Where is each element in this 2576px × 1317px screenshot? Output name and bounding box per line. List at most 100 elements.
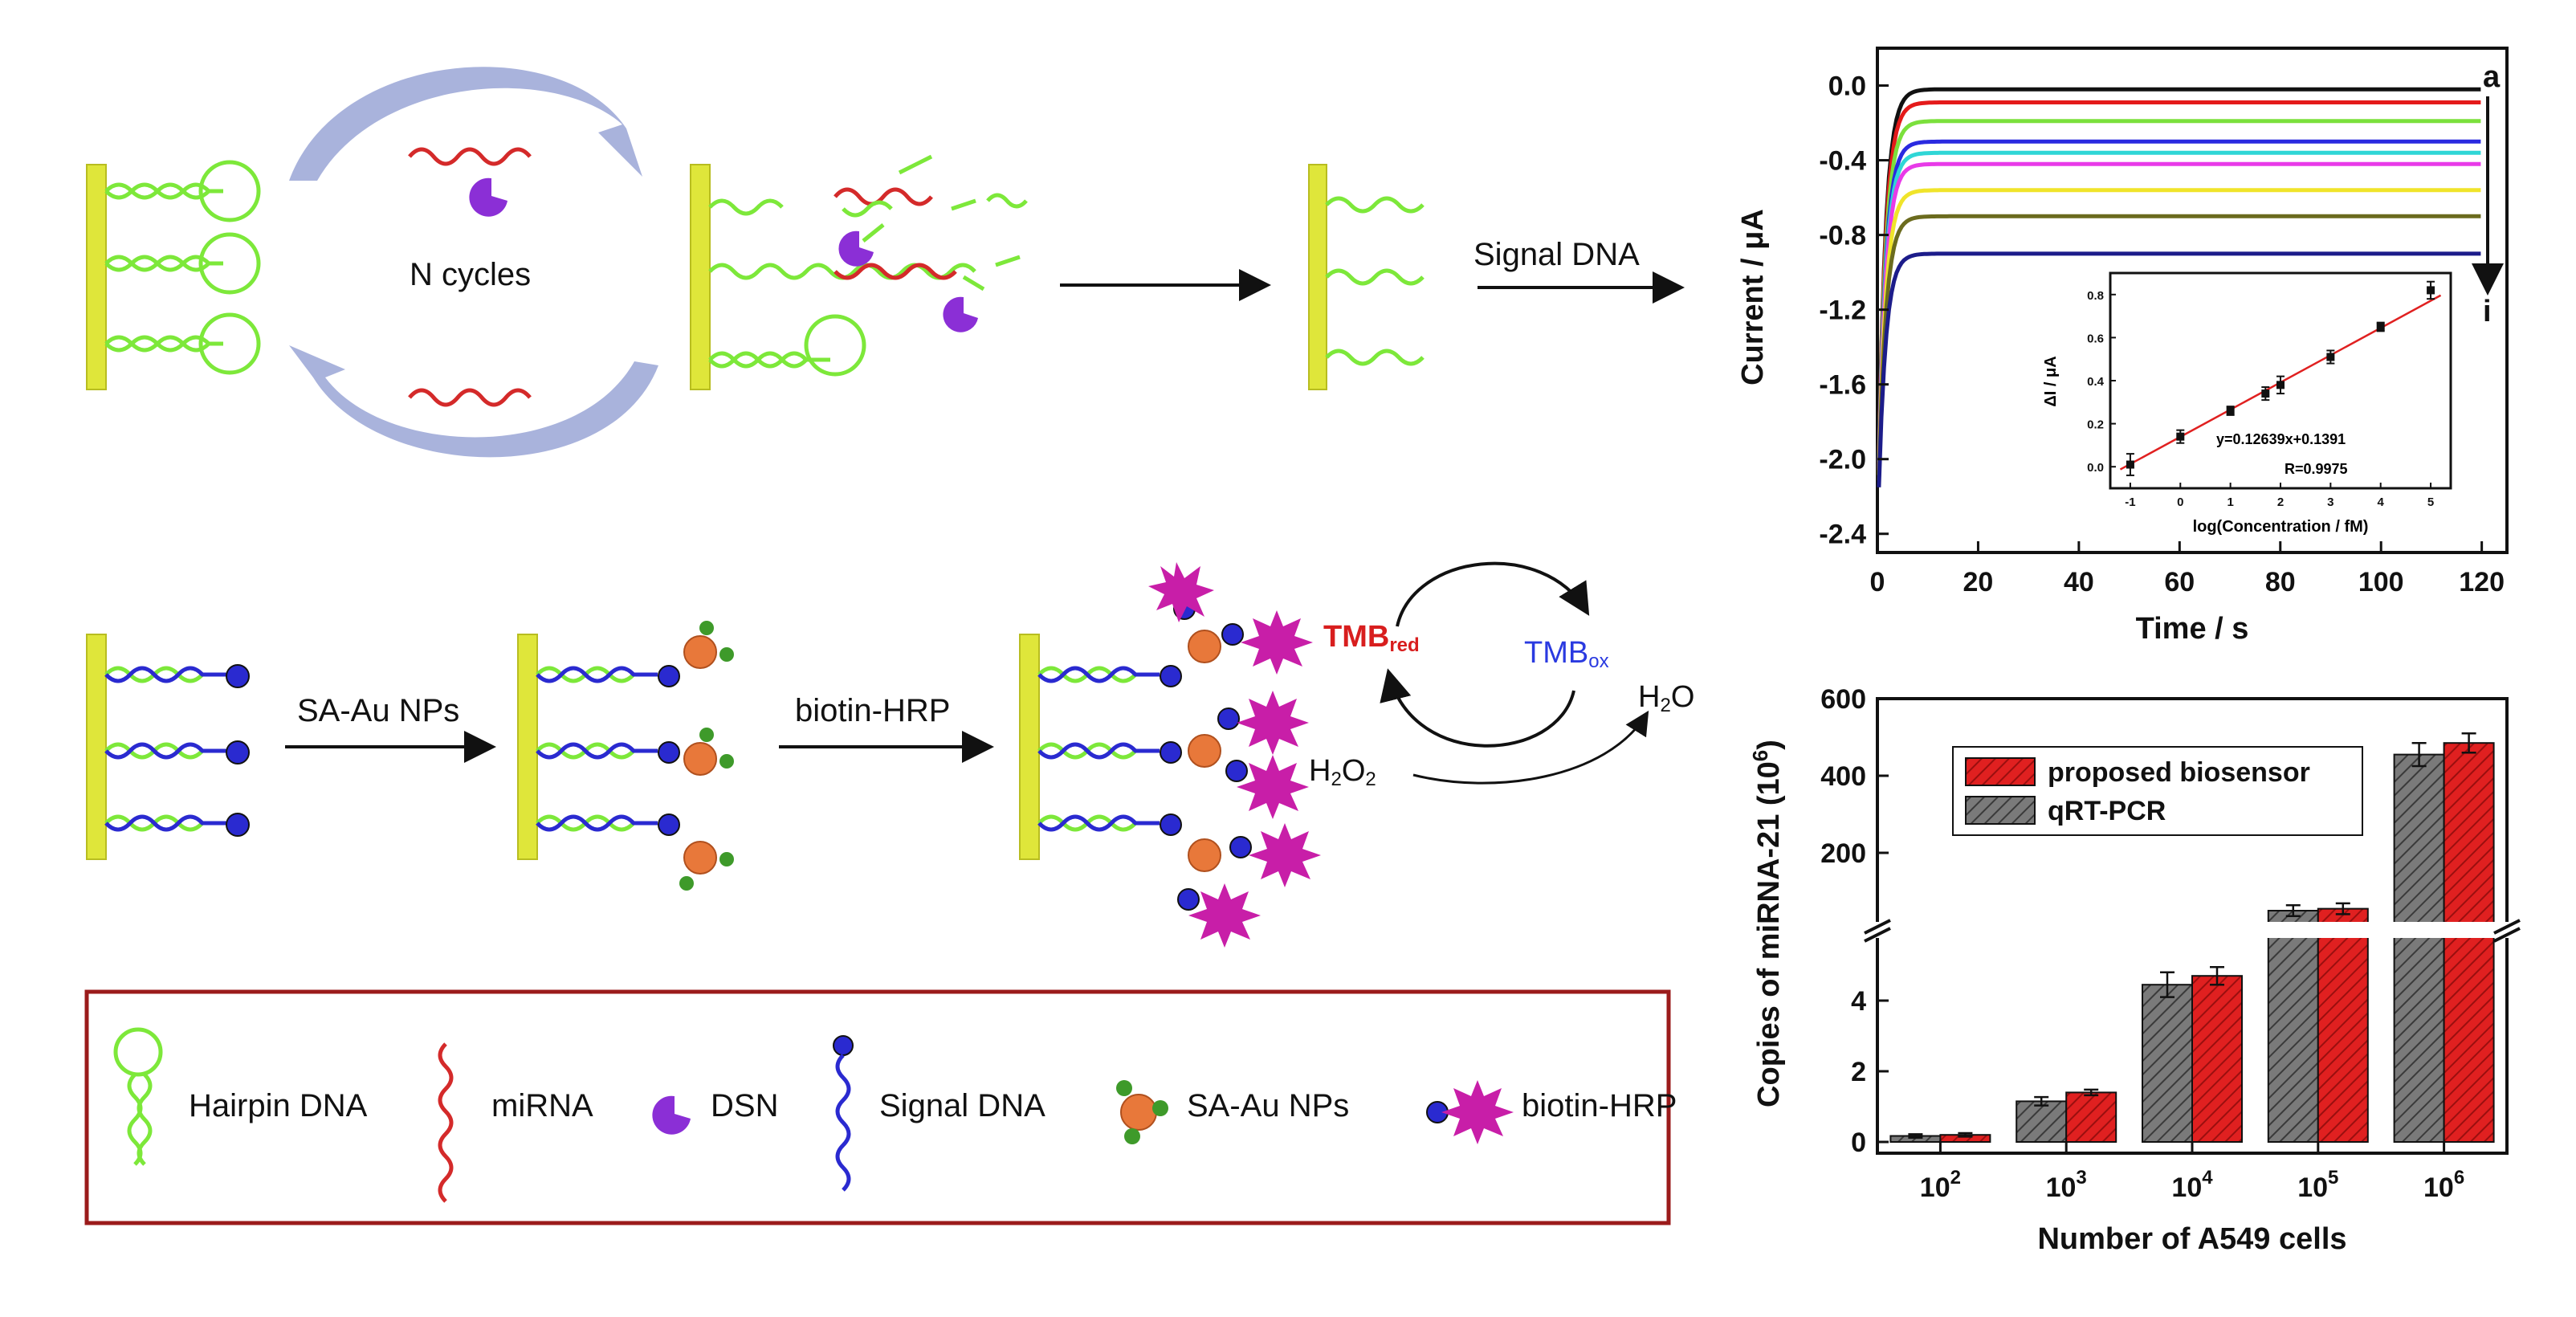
bar-qrtpcr bbox=[2267, 910, 2319, 1143]
y-tick-label: -1.2 bbox=[1819, 296, 1866, 326]
y-tick-label: 0 bbox=[1851, 1127, 1866, 1158]
dsn-icon bbox=[943, 296, 978, 332]
step-signal-dna-label: Signal DNA bbox=[1473, 237, 1640, 272]
y-tick-label: -2.4 bbox=[1819, 520, 1866, 550]
step-biotin-hrp-label: biotin-HRP bbox=[795, 693, 950, 728]
y-axis-label: Current / μA bbox=[1736, 209, 1770, 385]
y-ticks: 0.0-0.4-0.8-1.2-1.6-2.0-2.4 bbox=[1819, 71, 1889, 550]
annotation-a: a bbox=[2483, 60, 2501, 94]
y-tick-label: -0.4 bbox=[1819, 146, 1866, 177]
tmb-red-label: TMBred bbox=[1323, 620, 1420, 656]
inset-x-tick-label: 4 bbox=[2378, 495, 2385, 509]
x-tick-label: 103 bbox=[2046, 1167, 2087, 1203]
data-point bbox=[2226, 406, 2235, 415]
biotin-icon bbox=[226, 813, 250, 837]
legend-mirna: miRNA bbox=[438, 1042, 593, 1203]
series-line bbox=[1877, 100, 2481, 459]
series-line bbox=[1877, 139, 2481, 466]
legend-dsn: DSN bbox=[652, 1088, 778, 1135]
legend-biotin-hrp: biotin-HRP bbox=[1426, 1080, 1677, 1144]
inset-x-tick-label: 5 bbox=[2427, 495, 2434, 509]
inset-y-tick-label: 0.8 bbox=[2087, 289, 2104, 303]
axis-break-mark bbox=[1864, 919, 1891, 935]
legend-hairpin: Hairpin DNA bbox=[113, 1027, 368, 1166]
electrode bbox=[1019, 634, 1040, 860]
redox-arrow bbox=[1380, 668, 1575, 748]
series-line bbox=[1877, 87, 2481, 456]
x-tick-label: 104 bbox=[2171, 1167, 2213, 1203]
inset-x-tick-label: 2 bbox=[2277, 495, 2284, 509]
y-tick-label: 600 bbox=[1820, 684, 1866, 715]
h2o-label: H2O bbox=[1638, 680, 1694, 716]
signal-duplexes-3 bbox=[1037, 666, 1160, 832]
data-point bbox=[2326, 353, 2335, 361]
bars-group bbox=[1889, 732, 2495, 1144]
electrode bbox=[517, 634, 538, 860]
inset-x-label: log(Concentration / fM) bbox=[2193, 518, 2369, 536]
y-axis-label: Copies of miRNA-21 (106) bbox=[1748, 740, 1786, 1107]
legend-swatch-biosensor bbox=[1965, 757, 2036, 786]
y-tick-label: -2.0 bbox=[1819, 445, 1866, 475]
inset-y-tick-label: 0.2 bbox=[2087, 418, 2104, 432]
data-point bbox=[2176, 432, 2185, 441]
annotation-i: i bbox=[2483, 295, 2492, 328]
legend-box: Hairpin DNA miRNA DSN Signal DNA SA-Au N… bbox=[84, 989, 1677, 1225]
y-tick-label: 200 bbox=[1820, 838, 1866, 869]
y-tick-label: -0.8 bbox=[1819, 221, 1866, 251]
y-tick-label: 2 bbox=[1851, 1057, 1866, 1087]
bar-qrtpcr bbox=[2016, 1100, 2068, 1144]
legend-swatch-qrtpcr bbox=[1965, 796, 2036, 825]
svg-text:DSN: DSN bbox=[711, 1088, 778, 1123]
series-line bbox=[1877, 214, 2481, 480]
cycle-arrow-bottom bbox=[289, 345, 658, 458]
inset-x-tick-label: -1 bbox=[2125, 495, 2135, 509]
inset-r-value: R=0.9975 bbox=[2285, 461, 2348, 477]
bar-biosensor bbox=[2317, 907, 2369, 1143]
svg-text:SA-Au NPs: SA-Au NPs bbox=[1187, 1088, 1349, 1123]
redox-arrow bbox=[1396, 561, 1590, 627]
electrode bbox=[1308, 164, 1327, 390]
cycle-arrow-top bbox=[289, 67, 642, 181]
mirna-strand bbox=[408, 147, 532, 166]
electrode bbox=[690, 164, 711, 390]
axis-break-mark bbox=[1864, 927, 1891, 943]
bar-biosensor bbox=[2443, 742, 2495, 1143]
x-tick-label: 106 bbox=[2423, 1167, 2464, 1203]
step-sa-au-label: SA-Au NPs bbox=[297, 693, 459, 728]
mirna-strand bbox=[408, 388, 532, 407]
hairpin-group-1 bbox=[104, 160, 261, 375]
biotin-icon bbox=[226, 740, 250, 765]
series-line bbox=[1877, 251, 2481, 487]
inset-equation: y=0.12639x+0.1391 bbox=[2216, 431, 2346, 447]
cleaved-probes bbox=[1325, 196, 1425, 366]
y-tick-label: 400 bbox=[1820, 761, 1866, 792]
x-tick-label: 20 bbox=[1963, 567, 1994, 597]
tmb-ox-label: TMBox bbox=[1524, 636, 1609, 672]
electrode bbox=[86, 164, 107, 390]
inset-y-tick-label: 0.0 bbox=[2087, 461, 2104, 475]
inset-x-tick-label: 1 bbox=[2227, 495, 2233, 509]
x-tick-label: 100 bbox=[2358, 567, 2404, 597]
digested-probes bbox=[708, 154, 1028, 377]
inset-y-tick-label: 0.6 bbox=[2087, 332, 2104, 345]
legend-series-1: proposed biosensor bbox=[2048, 757, 2310, 788]
dsn-icon bbox=[838, 230, 874, 267]
data-point bbox=[2261, 389, 2270, 398]
h2o2-arrow bbox=[1412, 710, 1649, 785]
bar-legend: proposed biosensor qRT-PCR bbox=[1952, 746, 2363, 836]
x-tick-label: 0 bbox=[1870, 567, 1885, 597]
data-point bbox=[2376, 323, 2385, 331]
inset-y-tick-label: 0.4 bbox=[2087, 375, 2105, 389]
svg-text:miRNA: miRNA bbox=[491, 1088, 593, 1123]
y-tick-label: -1.6 bbox=[1819, 370, 1866, 401]
electrode bbox=[86, 634, 107, 860]
series-line bbox=[1877, 150, 2481, 468]
axis-break-mark bbox=[2493, 927, 2521, 943]
bar-biosensor bbox=[2191, 975, 2243, 1143]
legend-series-2: qRT-PCR bbox=[2048, 796, 2166, 826]
